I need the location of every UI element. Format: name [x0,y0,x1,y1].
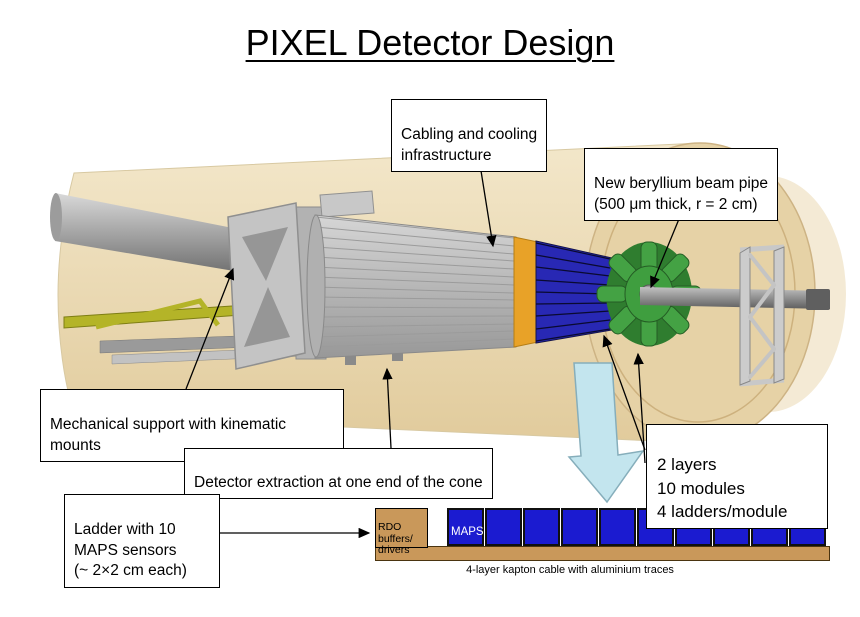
kapton-cable-bar [375,546,830,561]
callout-layers: 2 layers 10 modules 4 ladders/module [646,424,828,530]
callout-extraction: Detector extraction at one end of the co… [184,448,493,499]
blue-module-section [535,240,613,344]
rdo-label: RDO buffers/ drivers [378,520,413,557]
rdo-box: RDO buffers/ drivers [375,508,428,556]
callout-ladder-text: Ladder with 10 MAPS sensors (~ 2×2 cm ea… [74,521,187,580]
maps-module [523,508,560,546]
callout-layers-text: 2 layers 10 modules 4 ladders/module [657,454,788,522]
maps-module [447,508,484,546]
maps-module [561,508,598,546]
callout-cabling: Cabling and cooling infrastructure [391,99,548,173]
page-title: PIXEL Detector Design [245,22,615,63]
callout-cabling-text: Cabling and cooling infrastructure [401,126,538,164]
callout-beam-pipe-text: New beryllium beam pipe (500 μm thick, r… [594,175,769,213]
detector-barrel [306,214,517,359]
callout-extraction-text: Detector extraction at one end of the co… [194,474,483,492]
callout-mechanical-text: Mechanical support with kinematic mounts [50,416,287,454]
maps-module [599,508,636,546]
maps-label: MAPS [451,526,484,538]
ladder-caption: 4-layer kapton cable with aluminium trac… [466,564,674,576]
support-truss-right [739,244,785,387]
callout-beam-pipe: New beryllium beam pipe (500 μm thick, r… [584,148,779,222]
callout-ladder: Ladder with 10 MAPS sensors (~ 2×2 cm ea… [64,494,220,588]
beam-pipe-left-icon [50,193,258,275]
orange-ring [513,236,539,348]
maps-module [485,508,522,546]
